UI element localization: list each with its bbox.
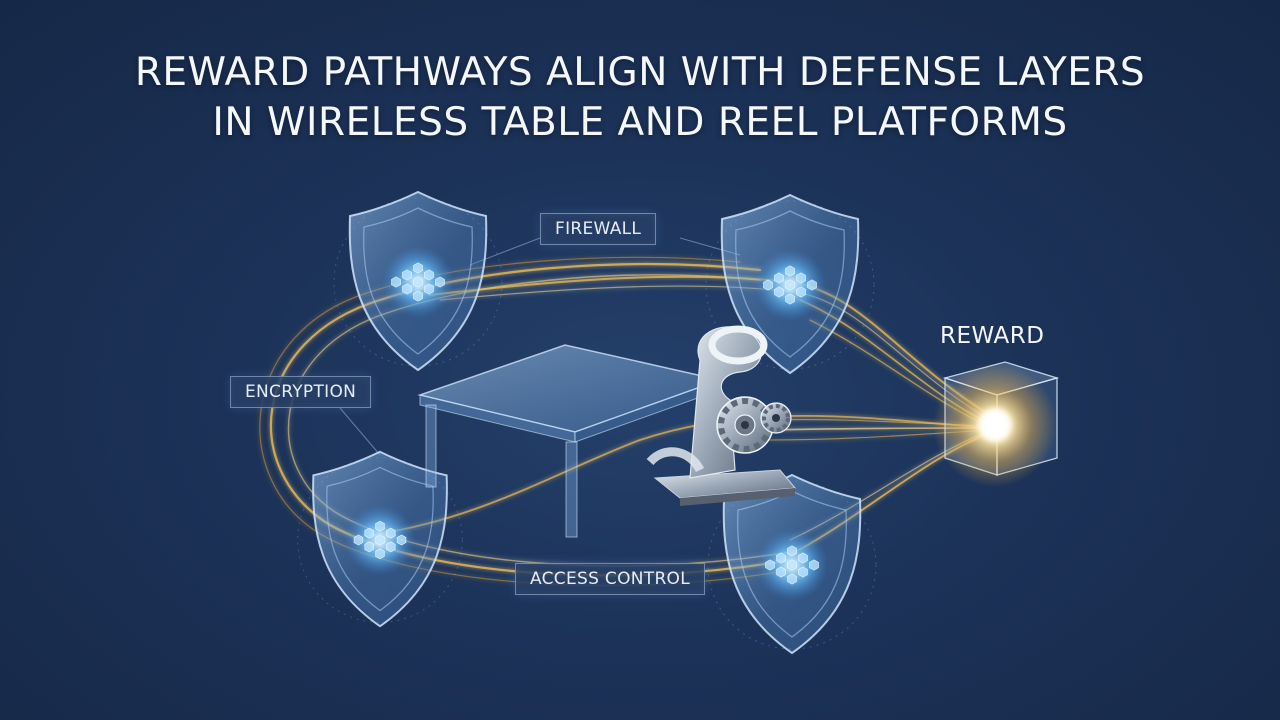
shield-icon xyxy=(297,450,463,628)
hexagon-cell xyxy=(765,559,775,571)
hexagon-cell xyxy=(809,559,819,571)
hexagon-cell xyxy=(796,272,806,284)
shield-icon xyxy=(705,193,875,375)
access-control-label: ACCESS CONTROL xyxy=(515,563,706,595)
hexagon-cell xyxy=(785,279,795,291)
hexagon-cell xyxy=(364,541,374,553)
shield-group xyxy=(297,190,877,655)
hexagon-cell xyxy=(785,293,795,305)
hexagon-cell xyxy=(396,534,407,546)
hexagon-cell xyxy=(776,552,786,564)
hexagon-cell xyxy=(386,527,396,539)
hexagon-cell xyxy=(353,534,364,546)
title-line-2: IN WIRELESS TABLE AND REEL PLATFORMS xyxy=(212,100,1068,145)
page-title: REWARD PATHWAYS ALIGN WITH DEFENSE LAYER… xyxy=(0,48,1280,148)
hexagon-cell xyxy=(364,527,374,539)
shield-icon xyxy=(333,190,503,372)
hexagon-cell xyxy=(787,559,797,571)
hexagon-cell xyxy=(413,262,423,274)
title-line-1: REWARD PATHWAYS ALIGN WITH DEFENSE LAYER… xyxy=(134,50,1146,95)
hexagon-cell xyxy=(391,276,401,288)
hexagon-cell xyxy=(787,573,797,585)
hexagon-cell xyxy=(798,566,808,578)
hexagon-cell xyxy=(402,283,412,295)
hexagon-cell xyxy=(375,548,385,560)
encryption-label: ENCRYPTION xyxy=(230,376,372,408)
hexagon-cell xyxy=(413,290,423,302)
shield-icon xyxy=(707,473,877,655)
hexagon-cell xyxy=(796,286,806,298)
hexagon-cell xyxy=(375,520,385,532)
reward-cube-icon xyxy=(933,361,1060,487)
table-icon xyxy=(417,344,723,538)
hexagon-cell xyxy=(424,283,434,295)
hexagon-cell xyxy=(798,552,808,564)
hexagon-cell xyxy=(386,541,396,553)
hexagon-cell xyxy=(375,534,385,546)
hexagon-cell xyxy=(774,286,784,298)
hexagon-cell xyxy=(435,276,445,288)
hexagon-cell xyxy=(787,545,797,557)
hexagon-cell xyxy=(776,566,786,578)
hexagon-cell xyxy=(424,269,434,281)
reward-label: REWARD xyxy=(940,323,1045,349)
hexagon-cell xyxy=(763,279,773,291)
hexagon-cell xyxy=(807,279,817,291)
firewall-label: FIREWALL xyxy=(540,213,657,245)
hexagon-cell xyxy=(402,269,412,281)
hexagon-cell xyxy=(413,276,423,288)
reel-gear-icon xyxy=(646,325,796,506)
hexagon-cell xyxy=(785,265,795,277)
hexagon-cell xyxy=(774,272,784,284)
